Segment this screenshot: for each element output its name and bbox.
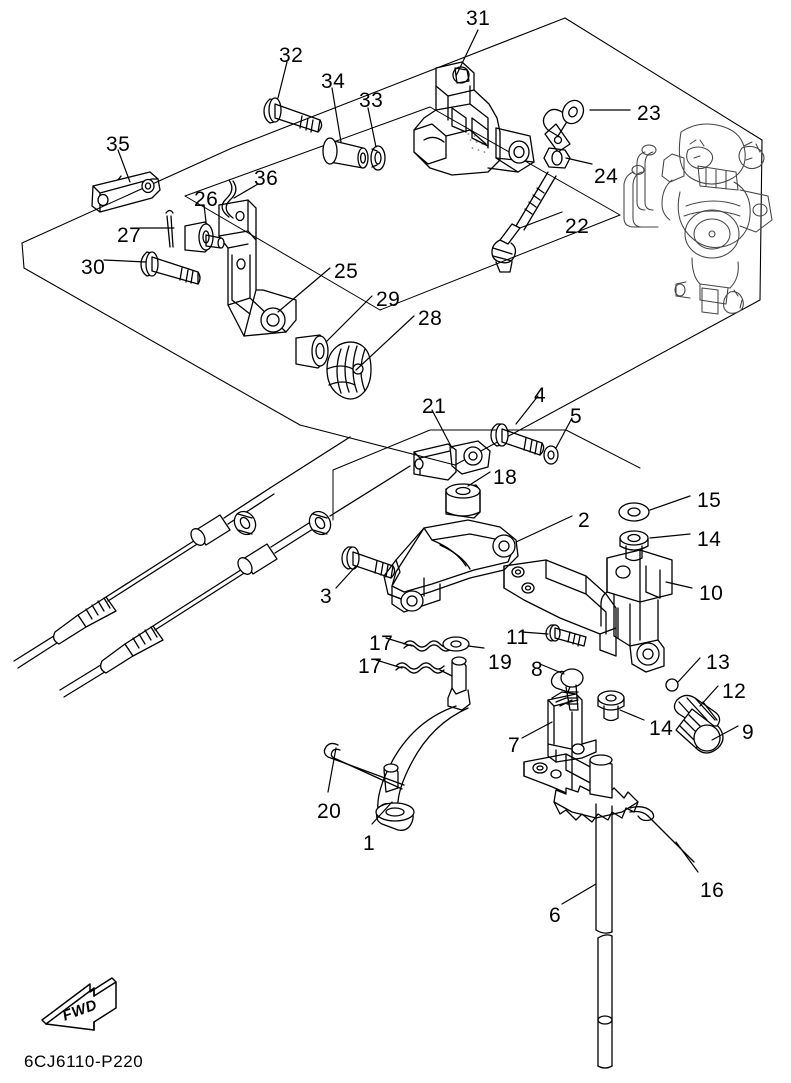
part-13-ball	[665, 678, 679, 692]
callout-8: 8	[531, 658, 544, 681]
assembly-outline	[21, 17, 763, 466]
callout-14-lower: 14	[649, 717, 674, 740]
part-33-washer	[370, 145, 386, 171]
part-14a-bushing	[619, 530, 649, 562]
part-28-spring	[326, 341, 372, 400]
part-14b-bushing	[597, 690, 625, 722]
part-19-washer	[442, 636, 470, 652]
callout-26: 26	[194, 188, 219, 211]
part-6-throttle-shaft	[523, 753, 639, 1069]
accelerator-link-plate	[503, 559, 617, 657]
callout-16: 16	[700, 879, 725, 902]
part-35-link-rod	[91, 171, 161, 213]
callout-15: 15	[697, 489, 722, 512]
callout-9: 9	[742, 721, 755, 744]
callout-36: 36	[254, 167, 279, 190]
part-11-screw	[545, 624, 587, 647]
callout-27: 27	[117, 224, 142, 247]
callout-35: 35	[106, 133, 131, 156]
callout-23: 23	[637, 102, 662, 125]
callout-34: 34	[321, 70, 346, 93]
callout-19: 19	[488, 651, 513, 674]
callout-10: 10	[699, 582, 724, 605]
leader-lines	[103, 29, 739, 905]
part-20-spring-hook	[323, 742, 405, 790]
callout-31: 31	[466, 7, 491, 30]
part-32-bolt	[263, 97, 323, 133]
figure-code: 6CJ6110-P220	[24, 1052, 144, 1071]
callout-33: 33	[359, 89, 384, 112]
callout-14-upper: 14	[697, 528, 722, 551]
part-8-screw	[550, 668, 584, 791]
callout-12: 12	[722, 680, 747, 703]
callout-22: 22	[565, 215, 590, 238]
callout-32: 32	[279, 44, 304, 67]
part-18-bushing	[445, 483, 481, 519]
part-25-bracket	[205, 199, 297, 337]
callout-17-upper: 17	[369, 632, 394, 655]
part-23-ball-joint	[542, 99, 585, 153]
part-15-washer	[618, 502, 650, 522]
part-5-washer	[543, 445, 559, 465]
part-2-throttle-arm	[383, 519, 519, 613]
callout-20: 20	[317, 800, 342, 823]
callout-6: 6	[549, 904, 562, 927]
fwd-arrow	[41, 977, 117, 1031]
part-9-adjust-screw	[675, 708, 724, 754]
part-7-stopper	[547, 691, 597, 763]
part-34-collar	[322, 137, 369, 169]
callout-13: 13	[706, 651, 731, 674]
part-36-cotter-pin	[221, 179, 237, 219]
callout-17-lower: 17	[358, 655, 383, 678]
callout-3: 3	[320, 585, 333, 608]
callout-4: 4	[534, 384, 547, 407]
part-24-nut	[543, 147, 571, 169]
callout-24: 24	[594, 165, 619, 188]
callout-1: 1	[363, 832, 376, 855]
part-10-cam-bracket	[600, 549, 673, 673]
part-26-bushing	[184, 221, 214, 253]
throttle-cables	[13, 436, 411, 698]
part-31-lever-bracket	[413, 61, 535, 176]
assembly-outline-lower	[332, 429, 641, 521]
part-4-bolt	[490, 423, 545, 456]
part-22-throttle-rod	[491, 171, 557, 273]
part-1-link-arm	[375, 656, 471, 831]
callout-30: 30	[81, 256, 106, 279]
callout-25: 25	[334, 260, 359, 283]
part-16-wire-clip	[629, 806, 695, 863]
part-29-collar	[295, 334, 329, 369]
callout-18: 18	[493, 466, 518, 489]
part-27-cotter-pin	[165, 209, 174, 248]
part-21-joint-link	[413, 440, 491, 481]
callout-28: 28	[418, 307, 443, 330]
callout-2: 2	[578, 509, 591, 532]
callout-21: 21	[422, 395, 447, 418]
callout-11: 11	[506, 626, 529, 649]
callout-7: 7	[508, 734, 521, 757]
part-30-bolt	[140, 251, 201, 285]
throttle-body-reference	[623, 123, 773, 315]
callout-29: 29	[376, 288, 401, 311]
callout-5: 5	[570, 405, 583, 428]
